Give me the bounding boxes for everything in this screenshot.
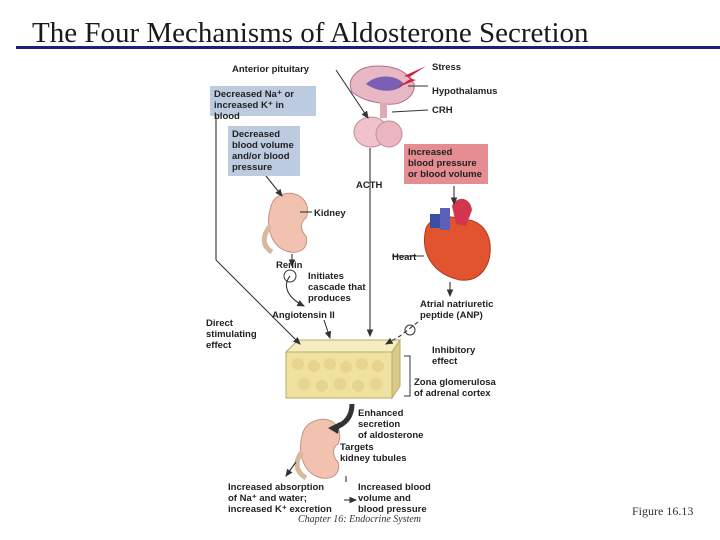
zona-bracket: [404, 355, 411, 397]
arrow-direct-stimulating: [215, 259, 301, 345]
arrow-renin-angiotensin: [286, 275, 305, 307]
arrow-anp-inhibitory: [385, 321, 419, 345]
label-angiotensin: Angiotensin II: [272, 310, 335, 321]
heart-illustration: [424, 198, 491, 281]
box-blood-ions: Decreased Na⁺ or increased K⁺ in blood: [210, 86, 316, 122]
label-result: Increased blood volume and blood pressur…: [358, 482, 431, 515]
label-renin: Renin: [276, 260, 303, 271]
label-initiates: Initiates cascade that produces: [308, 271, 366, 304]
label-absorption: Increased absorption of Na⁺ and water; i…: [228, 482, 332, 515]
label-anterior-pituitary: Anterior pituitary: [232, 64, 310, 75]
label-kidney: Kidney: [314, 208, 346, 219]
label-acth: ACTH: [356, 180, 383, 191]
label-stress: Stress: [432, 62, 462, 73]
label-anp: Atrial natriuretic peptide (ANP): [420, 299, 494, 321]
arrow-anterior-pituitary: [335, 69, 369, 119]
slide-title: The Four Mechanisms of Aldosterone Secre…: [32, 17, 589, 49]
label-targets: Targets kidney tubules: [340, 442, 407, 464]
enhanced-secretion-arrowhead: [328, 422, 340, 434]
label-heart: Heart: [392, 252, 417, 263]
diagram-arrows: [215, 69, 458, 504]
label-crh: CRH: [432, 105, 453, 116]
kidney-illustration-top: [261, 192, 308, 255]
arrow-kidney-absorption: [285, 461, 297, 477]
anp-inhibit-circle: [404, 324, 416, 336]
arrow-angiotensin-cortex: [323, 319, 332, 340]
hypothalamus-illustration: [349, 65, 415, 105]
kidney-illustration-bottom: [294, 418, 341, 481]
renin-inhibit-circle: [283, 269, 297, 283]
label-direct-effect: Direct stimulating effect: [206, 318, 257, 351]
title-rule: [16, 46, 720, 49]
arrow-to-kidney: [265, 175, 283, 197]
label-hypothalamus: Hypothalamus: [432, 86, 498, 97]
footer-figure: Figure 16.13: [632, 504, 694, 518]
adrenal-cortex-illustration: [284, 338, 401, 400]
label-enhanced-secretion: Enhanced secretion of aldosterone: [358, 408, 424, 441]
label-zona-glomerulosa: Zona glomerulosa of adrenal cortex: [414, 377, 496, 399]
pituitary-illustration: [353, 102, 403, 148]
box-blood-volume: Decreased blood volume and/or blood pres…: [228, 126, 300, 176]
box-increased-bp: Increased blood pressure or blood volume: [404, 144, 488, 184]
arrow-crh: [391, 109, 429, 113]
footer-chapter: Chapter 16: Endocrine System: [298, 514, 422, 525]
label-inhibitory-effect: Inhibitory effect: [432, 345, 476, 367]
